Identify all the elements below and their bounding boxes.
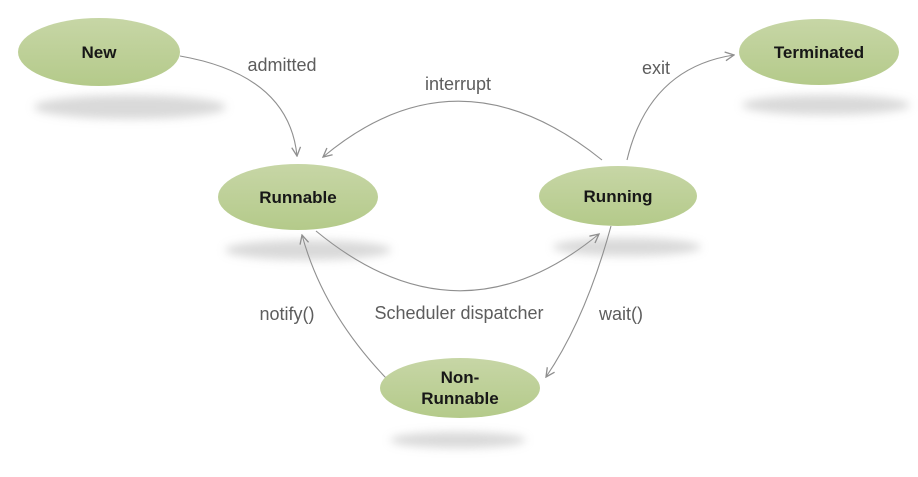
node-label-terminated: Terminated bbox=[774, 43, 864, 62]
shadow-non-runnable bbox=[390, 432, 526, 448]
shadow-running bbox=[553, 238, 701, 256]
interrupt-arrow bbox=[323, 100, 603, 161]
node-label-new: New bbox=[82, 43, 118, 62]
edge-interrupt: interrupt bbox=[323, 74, 603, 161]
state-node-non-runnable: Non- Runnable bbox=[380, 358, 540, 418]
edge-label-scheduler-dispatcher: Scheduler dispatcher bbox=[374, 303, 543, 323]
notify-arrow bbox=[302, 235, 387, 379]
edge-exit: exit bbox=[626, 55, 734, 161]
nodes: New Terminated Runnable Running Non- Run… bbox=[18, 18, 899, 418]
node-label-non-runnable-line2: Runnable bbox=[421, 389, 498, 408]
edge-scheduler-dispatcher: Scheduler dispatcher bbox=[315, 230, 599, 323]
edge-label-wait: wait() bbox=[598, 304, 643, 324]
state-node-runnable: Runnable bbox=[218, 164, 378, 230]
edge-label-notify: notify() bbox=[259, 304, 314, 324]
new-ellipse bbox=[18, 18, 180, 86]
state-node-terminated: Terminated bbox=[739, 19, 899, 85]
terminated-ellipse bbox=[739, 19, 899, 85]
state-node-running: Running bbox=[539, 166, 697, 226]
edge-label-exit: exit bbox=[642, 58, 670, 78]
edge-label-interrupt: interrupt bbox=[425, 74, 491, 94]
non-runnable-ellipse bbox=[380, 358, 540, 418]
shadow-runnable bbox=[225, 240, 391, 260]
edge-admitted: admitted bbox=[179, 55, 317, 156]
edge-label-admitted: admitted bbox=[247, 55, 316, 75]
edge-notify: notify() bbox=[259, 235, 387, 379]
state-node-new: New bbox=[18, 18, 180, 86]
shadow-terminated bbox=[742, 95, 910, 115]
admitted-arrow bbox=[179, 55, 297, 156]
wait-arrow bbox=[546, 225, 612, 377]
edge-wait: wait() bbox=[546, 225, 643, 377]
edges: admitted interrupt exit Scheduler dispat… bbox=[179, 55, 734, 379]
node-label-runnable: Runnable bbox=[259, 188, 336, 207]
exit-arrow bbox=[626, 55, 734, 161]
shadow-new bbox=[34, 95, 226, 119]
node-label-non-runnable-line1: Non- bbox=[441, 368, 480, 387]
running-ellipse bbox=[539, 166, 697, 226]
scheduler-dispatcher-arrow bbox=[315, 230, 599, 292]
runnable-ellipse bbox=[218, 164, 378, 230]
node-label-running: Running bbox=[584, 187, 653, 206]
